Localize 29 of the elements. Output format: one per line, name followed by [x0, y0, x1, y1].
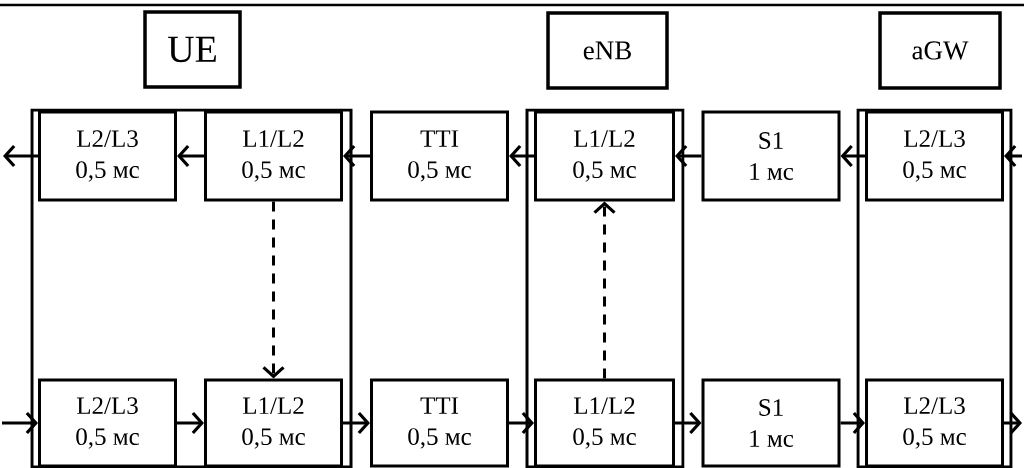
process-box: TTI 0,5 мс — [370, 378, 509, 468]
arrow — [509, 144, 534, 168]
arrow — [177, 411, 204, 435]
dashed-arrow — [262, 201, 285, 379]
process-box: L2/L3 0,5 мс — [865, 378, 1004, 468]
process-box: TTI 0,5 мс — [370, 110, 509, 202]
title-box: aGW — [878, 11, 1002, 90]
arrow — [343, 411, 370, 435]
arrow — [3, 144, 38, 168]
process-box: L2/L3 0,5 мс — [38, 110, 177, 202]
process-box: L2/L3 0,5 мс — [38, 378, 177, 468]
arrow — [509, 411, 534, 435]
arrow — [675, 144, 702, 168]
dashed-arrow — [593, 201, 616, 379]
arrow — [2, 411, 38, 435]
arrow — [840, 144, 865, 168]
arrow — [343, 144, 370, 168]
process-box: L2/L3 0,5 мс — [865, 110, 1004, 202]
process-box: L1/L2 0,5 мс — [534, 378, 675, 468]
process-box: L1/L2 0,5 мс — [534, 110, 675, 202]
title-box: UE — [143, 10, 242, 89]
process-box: S1 1 мс — [701, 110, 841, 202]
process-box: S1 1 мс — [701, 378, 841, 468]
title-box: eNB — [546, 11, 669, 90]
arrow — [675, 411, 702, 435]
process-box: L1/L2 0,5 мс — [204, 378, 343, 468]
arrow — [840, 411, 865, 435]
arrow — [177, 144, 204, 168]
process-box: L1/L2 0,5 мс — [204, 110, 343, 202]
